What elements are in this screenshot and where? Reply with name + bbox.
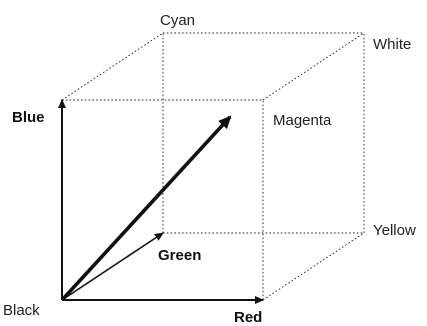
label-white: White [373, 36, 411, 53]
label-red: Red [234, 309, 262, 326]
label-yellow: Yellow [373, 222, 416, 239]
edge-blue-cyan [61, 32, 164, 101]
edge-red-yellow [262, 232, 365, 301]
edge-magenta-white [262, 32, 365, 101]
axes [58, 99, 264, 304]
label-cyan: Cyan [160, 12, 195, 29]
cube-edges [61, 32, 365, 301]
label-blue: Blue [12, 109, 45, 126]
green-axis-arrow [61, 232, 164, 301]
color-vector-arrow [60, 115, 232, 302]
label-black: Black [3, 302, 40, 319]
label-green: Green [158, 247, 201, 264]
label-magenta: Magenta [273, 112, 332, 129]
